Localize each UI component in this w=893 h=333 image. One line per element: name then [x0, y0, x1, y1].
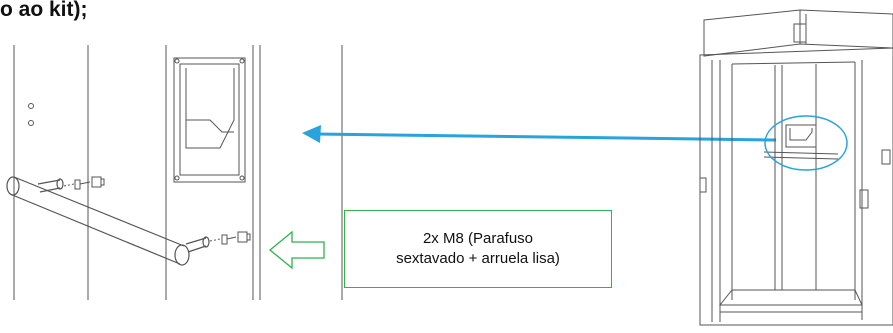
mounting-hole — [28, 103, 34, 109]
bolt-callout-box: 2x M8 (Parafuso sextavado + arruela lisa… — [344, 210, 612, 288]
callout-arrow — [268, 230, 325, 270]
machine-overview — [699, 9, 893, 326]
callout-line-1: 2x M8 (Parafuso — [422, 230, 534, 247]
bar-handle — [6, 176, 210, 266]
handle-recess-plate — [173, 57, 246, 183]
bolt-washer-lower — [209, 231, 251, 245]
mounting-hole — [28, 120, 34, 126]
bolt-washer-upper — [63, 176, 105, 190]
callout-line-2: sextavado + arruela lisa) — [396, 250, 560, 267]
door-panel-detail — [13, 45, 343, 300]
page-heading: o ao kit); — [0, 0, 88, 21]
pointer-arrow — [302, 125, 777, 143]
highlight-ellipse — [764, 115, 848, 171]
